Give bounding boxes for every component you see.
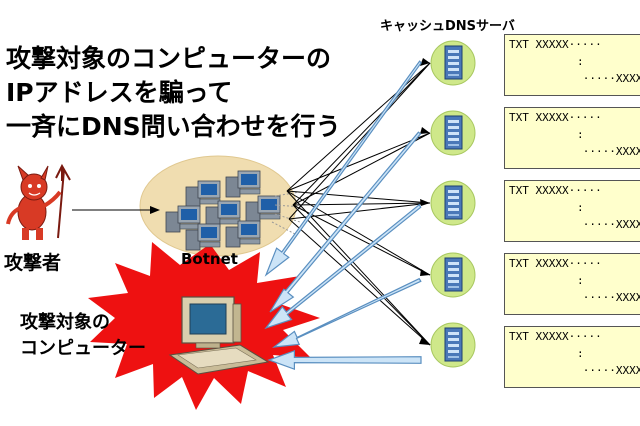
emission-dots xyxy=(271,191,303,235)
response-arrow-2 xyxy=(269,131,422,313)
txt-record-box: TXT XXXXX····· : ·····XXXXX xyxy=(504,107,640,169)
record-line-3: ·····XXXXX xyxy=(582,364,640,377)
title-line-3: 一斉にDNS問い合わせを行う xyxy=(6,112,341,141)
botnet-label: Botnet xyxy=(181,250,238,268)
record-line-3: ·····XXXXX xyxy=(582,291,640,304)
dns-query-arrowheads xyxy=(419,58,430,345)
response-arrow-1 xyxy=(264,60,422,277)
record-line-1: TXT XXXXX····· xyxy=(509,111,602,124)
attacker-to-botnet-arrow xyxy=(72,206,160,214)
record-line-1: TXT XXXXX····· xyxy=(509,184,602,197)
title-line-2: IPアドレスを騙って xyxy=(6,78,233,107)
record-line-2: : xyxy=(577,347,584,360)
target-label-line-2: コンピューター xyxy=(20,338,146,359)
record-line-2: : xyxy=(577,201,584,214)
cache-dns-server-4 xyxy=(430,252,476,298)
cache-dns-server-2 xyxy=(430,110,476,156)
target-computer-icon xyxy=(168,296,270,375)
dns-response-arrows xyxy=(264,60,422,371)
txt-record-box: TXT XXXXX····· : ·····XXXXX xyxy=(504,326,640,388)
cache-dns-servers xyxy=(430,40,476,368)
txt-record-box: TXT XXXXX····· : ·····XXXXX xyxy=(504,253,640,315)
txt-record-box: TXT XXXXX····· : ·····XXXXX xyxy=(504,34,640,96)
cache-dns-server-3 xyxy=(430,180,476,226)
record-line-1: TXT XXXXX····· xyxy=(509,330,602,343)
attacker-devil-icon xyxy=(6,163,71,240)
record-line-3: ·····XXXXX xyxy=(582,145,640,158)
title-line-1: 攻撃対象のコンピューターの xyxy=(6,44,332,73)
target-label-line-1: 攻撃対象の xyxy=(20,312,110,333)
cache-dns-server-1 xyxy=(430,40,476,86)
response-arrow-5 xyxy=(267,349,422,371)
record-line-1: TXT XXXXX····· xyxy=(509,257,602,270)
response-arrow-4 xyxy=(271,277,422,348)
cache-dns-label: キャッシュDNSサーバ xyxy=(380,19,515,34)
cache-dns-server-5 xyxy=(430,322,476,368)
txt-record-box: TXT XXXXX····· : ·····XXXXX xyxy=(504,180,640,242)
record-line-2: : xyxy=(577,128,584,141)
record-line-2: : xyxy=(577,55,584,68)
record-line-1: TXT XXXXX····· xyxy=(509,38,602,51)
record-line-3: ·····XXXXX xyxy=(582,72,640,85)
response-arrow-3 xyxy=(264,203,422,330)
attacker-label: 攻撃者 xyxy=(4,252,62,274)
record-line-2: : xyxy=(577,274,584,287)
record-line-3: ·····XXXXX xyxy=(582,218,640,231)
